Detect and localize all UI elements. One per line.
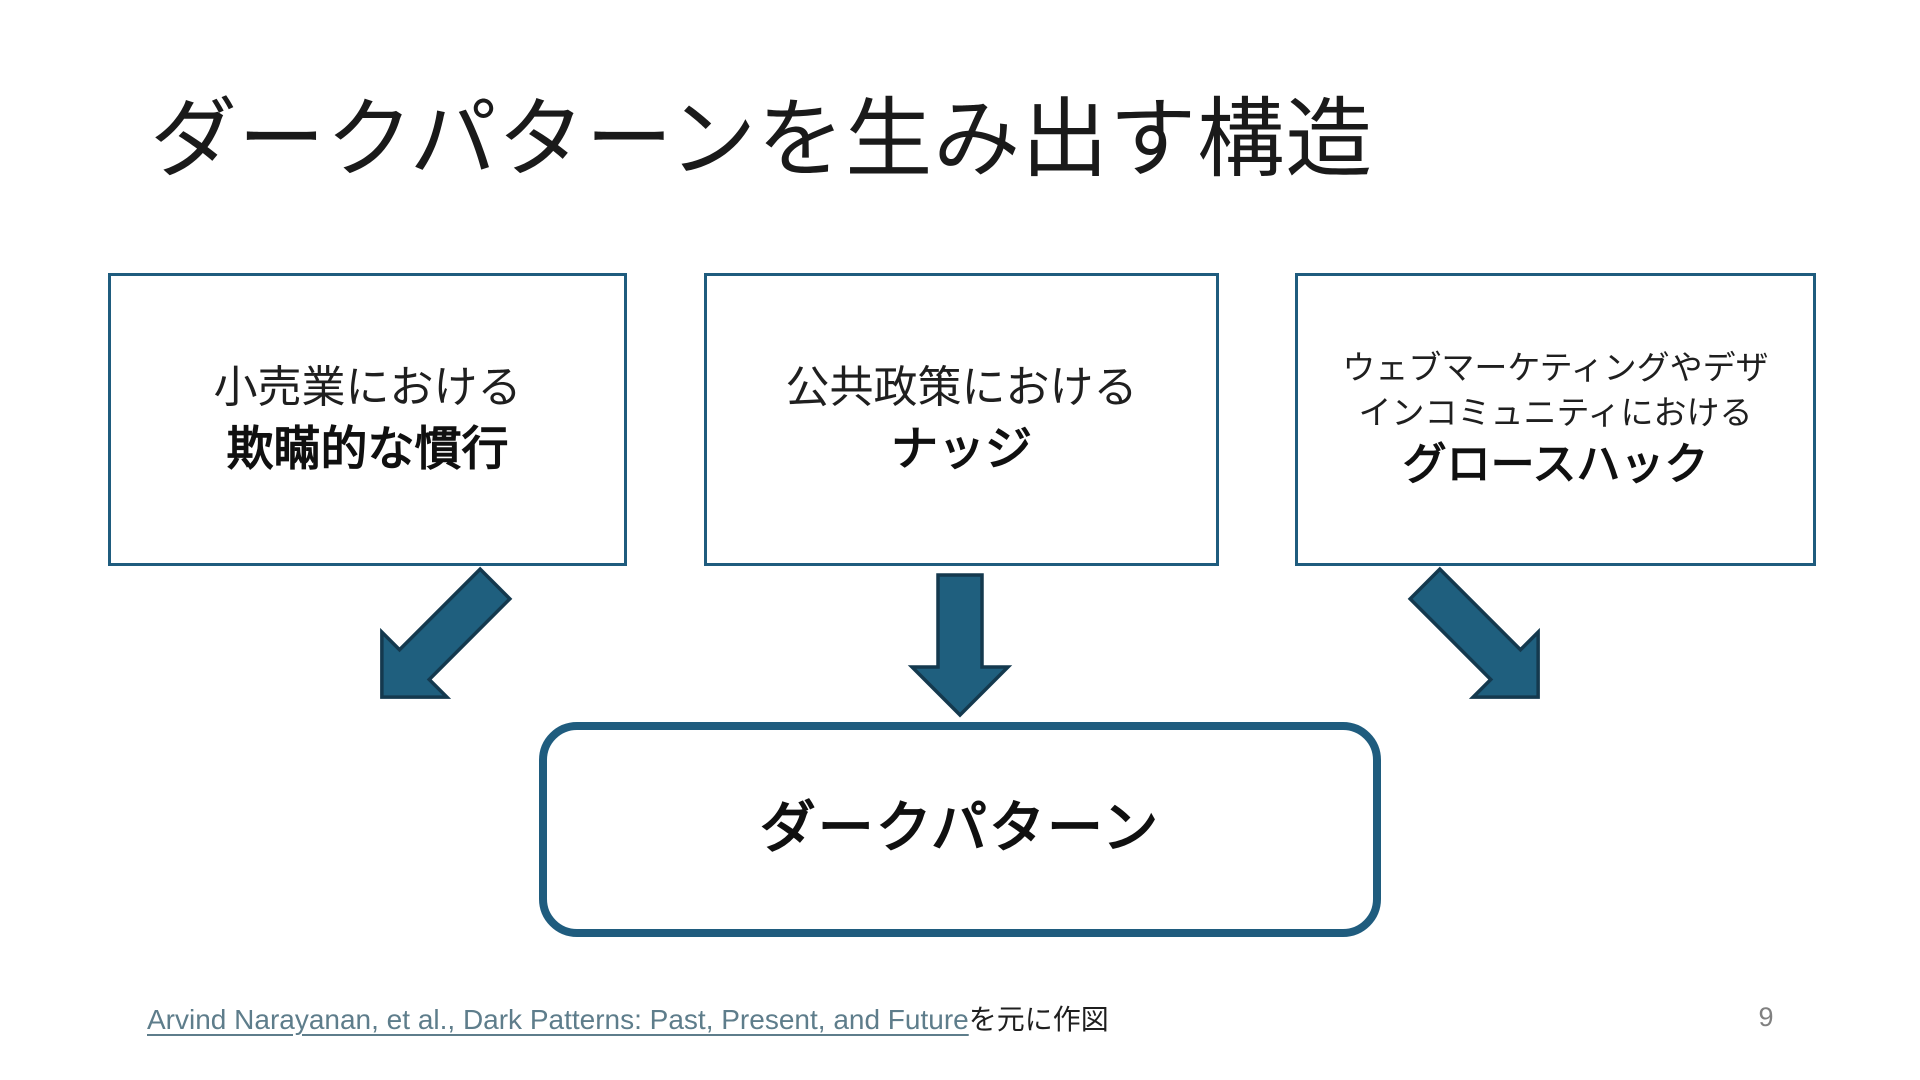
source-box-public-policy: 公共政策における ナッジ [704,273,1219,566]
source-box-retail-term: 欺瞞的な慣行 [226,421,509,475]
source-box-retail: 小売業における 欺瞞的な慣行 [108,273,627,566]
result-box-label: ダークパターン [759,796,1161,859]
citation-link[interactable]: Arvind Narayanan, et al., Dark Patterns:… [147,1004,969,1035]
citation-suffix: を元に作図 [968,1004,1109,1035]
footer-citation: Arvind Narayanan, et al., Dark Patterns:… [147,998,1109,1038]
source-box-public-policy-term: ナッジ [891,421,1032,475]
source-box-growth-hack-term: グロースハック [1402,439,1709,489]
source-box-retail-context-line: 小売業における [213,363,522,413]
result-box-dark-patterns: ダークパターン [539,722,1381,937]
page-number: 9 [1758,1002,1774,1032]
source-box-growth-hack-context-line-2: インコミュニティにおける [1358,394,1753,432]
down-arrow-icon [907,573,1013,718]
diagonal-down-right-arrow-icon [380,566,513,699]
source-box-growth-hack: ウェブマーケティングやデザ インコミュニティにおける グロースハック [1295,273,1816,566]
source-box-public-policy-context-line: 公共政策における [785,363,1138,413]
slide-title: ダークパターンを生み出す構造 [150,91,1374,188]
source-box-growth-hack-context-line-1: ウェブマーケティングやデザ [1342,348,1769,386]
diagonal-down-left-arrow-icon [1407,566,1540,699]
